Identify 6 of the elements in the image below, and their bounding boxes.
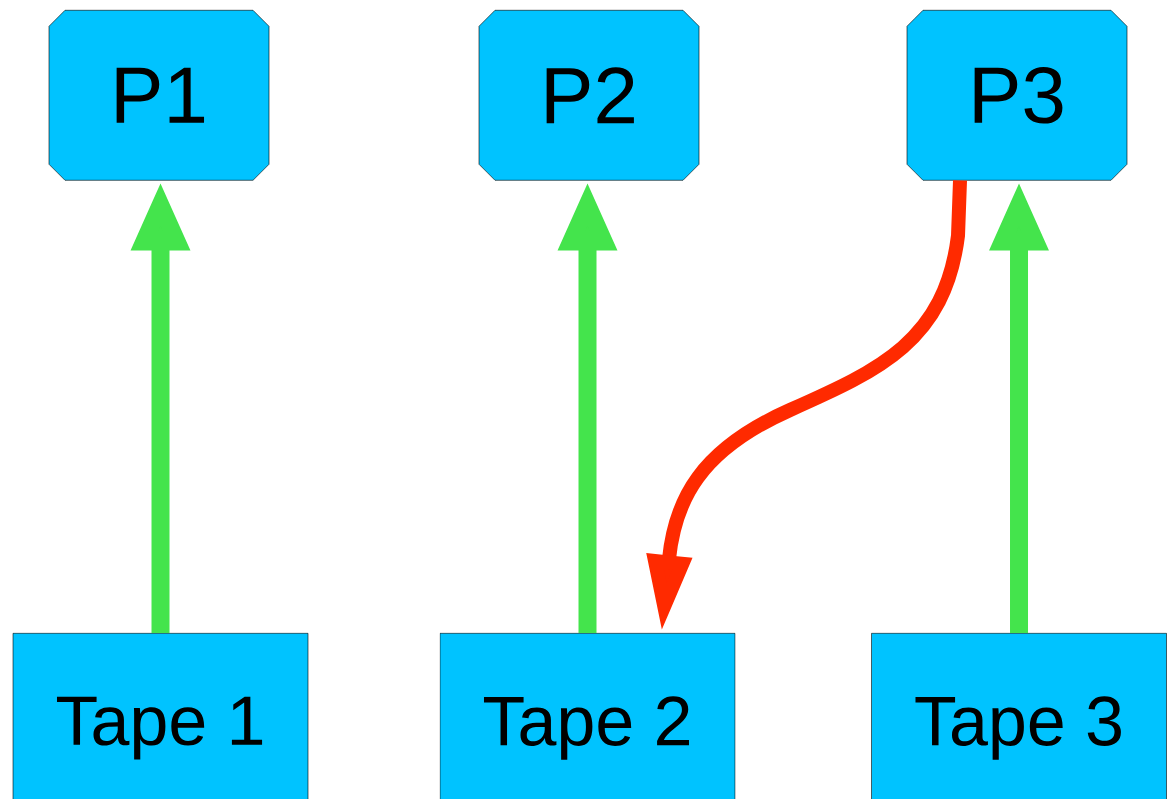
process-box: P3	[906, 10, 1128, 181]
tape-box: Tape 3	[871, 633, 1167, 799]
tape-box: Tape 2	[439, 633, 736, 799]
process-box: P1	[48, 10, 270, 181]
tape-box: Tape 1	[12, 633, 309, 799]
process-box: P2	[478, 10, 700, 181]
